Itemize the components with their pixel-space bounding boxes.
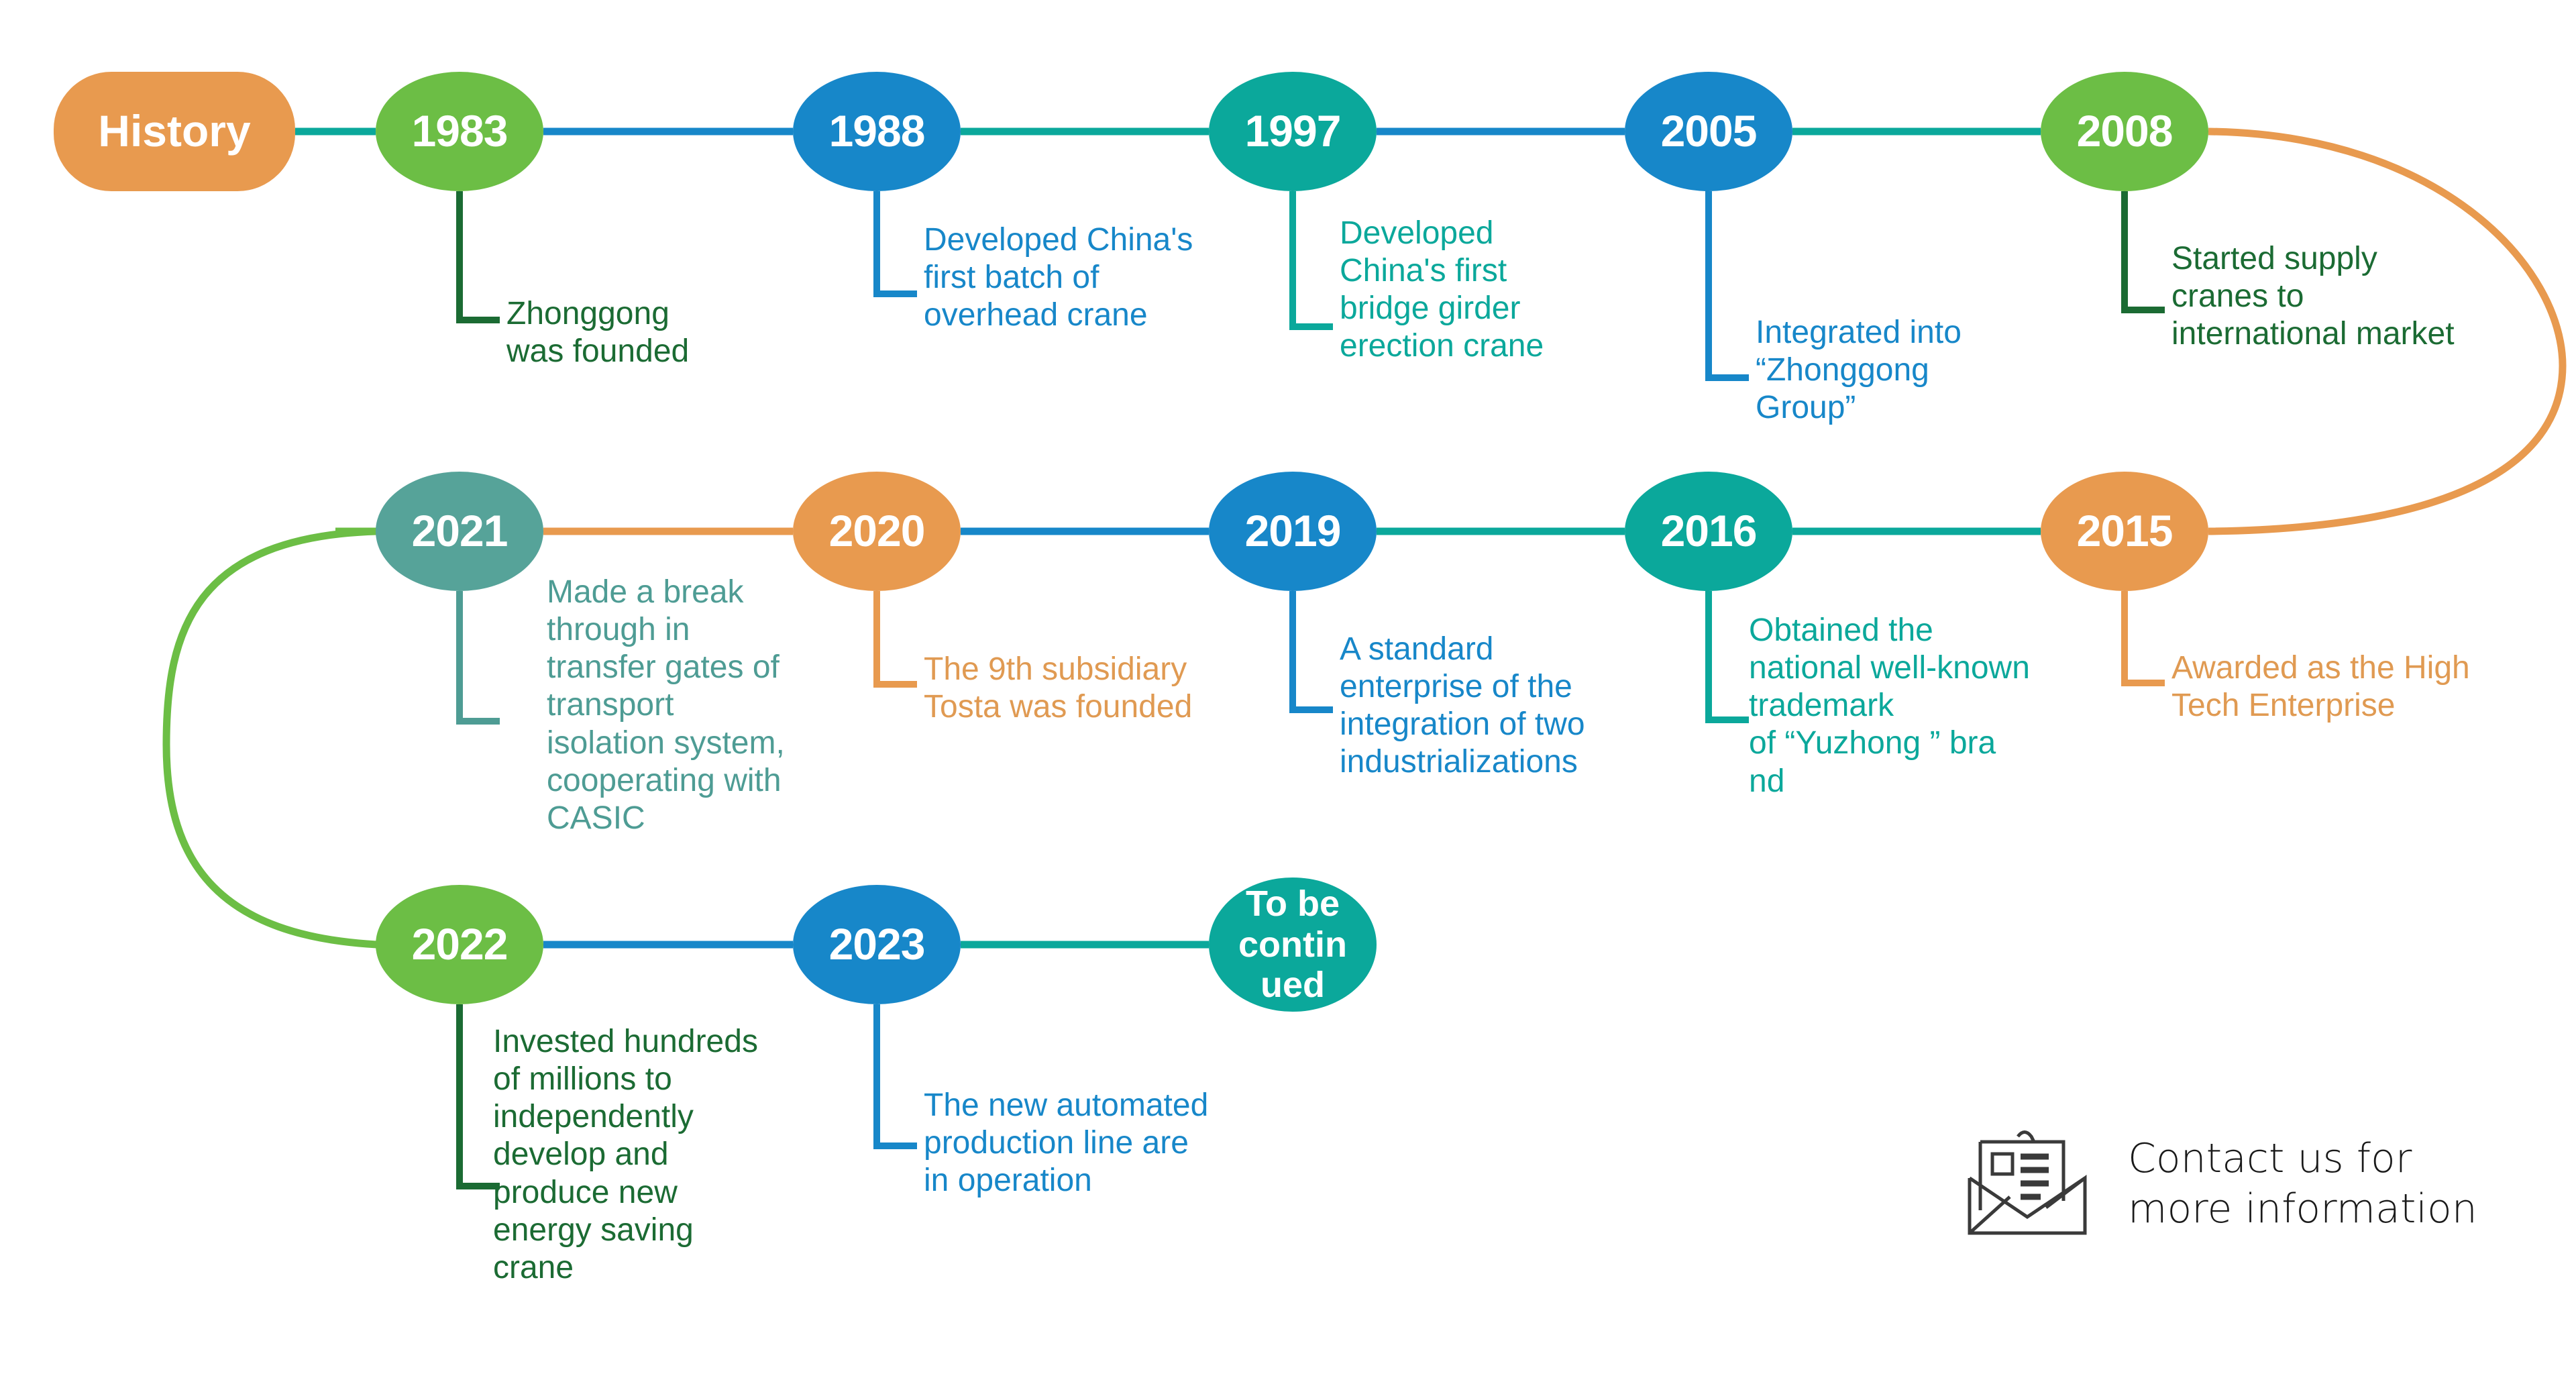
node-1988[interactable]: 1988: [793, 72, 961, 191]
node-2020-label: 2020: [828, 506, 926, 556]
history-badge-label: History: [98, 106, 251, 156]
node-2005-label: 2005: [1660, 106, 1758, 156]
node-1983-label: 1983: [411, 106, 508, 156]
contact-us-block[interactable]: Contact us for more information: [1966, 1122, 2477, 1246]
node-2021-label: 2021: [411, 506, 508, 556]
node-2005[interactable]: 2005: [1625, 72, 1792, 191]
note-1983: Zhonggong was founded: [506, 296, 690, 370]
note-2016: Obtained the national well-known tradema…: [1749, 613, 2030, 799]
node-2008-label: 2008: [2076, 106, 2174, 156]
node-1983[interactable]: 1983: [376, 72, 543, 191]
note-2022: Invested hundreds of millions to indepen…: [493, 1024, 758, 1285]
node-2023[interactable]: 2023: [793, 885, 961, 1004]
node-2015[interactable]: 2015: [2041, 472, 2208, 591]
note-1997: Developed China's first bridge girder er…: [1340, 215, 1544, 364]
note-2019: A standard enterprise of the integration…: [1340, 631, 1585, 780]
note-2005: Integrated into “Zhonggong Group”: [1756, 315, 1962, 426]
node-1997[interactable]: 1997: [1209, 72, 1377, 191]
node-2020[interactable]: 2020: [793, 472, 961, 591]
node-2016[interactable]: 2016: [1625, 472, 1792, 591]
note-2008: Started supply cranes to international m…: [2171, 241, 2455, 352]
node-to-be-continued-label: To be contin ued: [1238, 884, 1347, 1006]
node-2022-label: 2022: [411, 919, 508, 969]
node-to-be-continued[interactable]: To be contin ued: [1209, 878, 1377, 1012]
note-2015: Awarded as the High Tech Enterprise: [2171, 650, 2470, 724]
note-2020: The 9th subsidiary Tosta was founded: [924, 651, 1193, 725]
node-2008[interactable]: 2008: [2041, 72, 2208, 191]
node-2023-label: 2023: [828, 919, 926, 969]
node-2022[interactable]: 2022: [376, 885, 543, 1004]
node-1997-label: 1997: [1244, 106, 1342, 156]
node-2015-label: 2015: [2076, 506, 2174, 556]
node-1988-label: 1988: [828, 106, 926, 156]
node-2019-label: 2019: [1244, 506, 1342, 556]
envelope-document-icon: [1966, 1122, 2093, 1246]
node-2016-label: 2016: [1660, 506, 1758, 556]
note-2023: The new automated production line are in…: [924, 1087, 1209, 1199]
contact-us-text: Contact us for more information: [2128, 1135, 2477, 1232]
history-badge[interactable]: History: [54, 72, 295, 191]
node-2019[interactable]: 2019: [1209, 472, 1377, 591]
node-2021[interactable]: 2021: [376, 472, 543, 591]
note-1988: Developed China's first batch of overhea…: [924, 222, 1193, 333]
note-2021: Made a break through in transfer gates o…: [547, 574, 785, 836]
